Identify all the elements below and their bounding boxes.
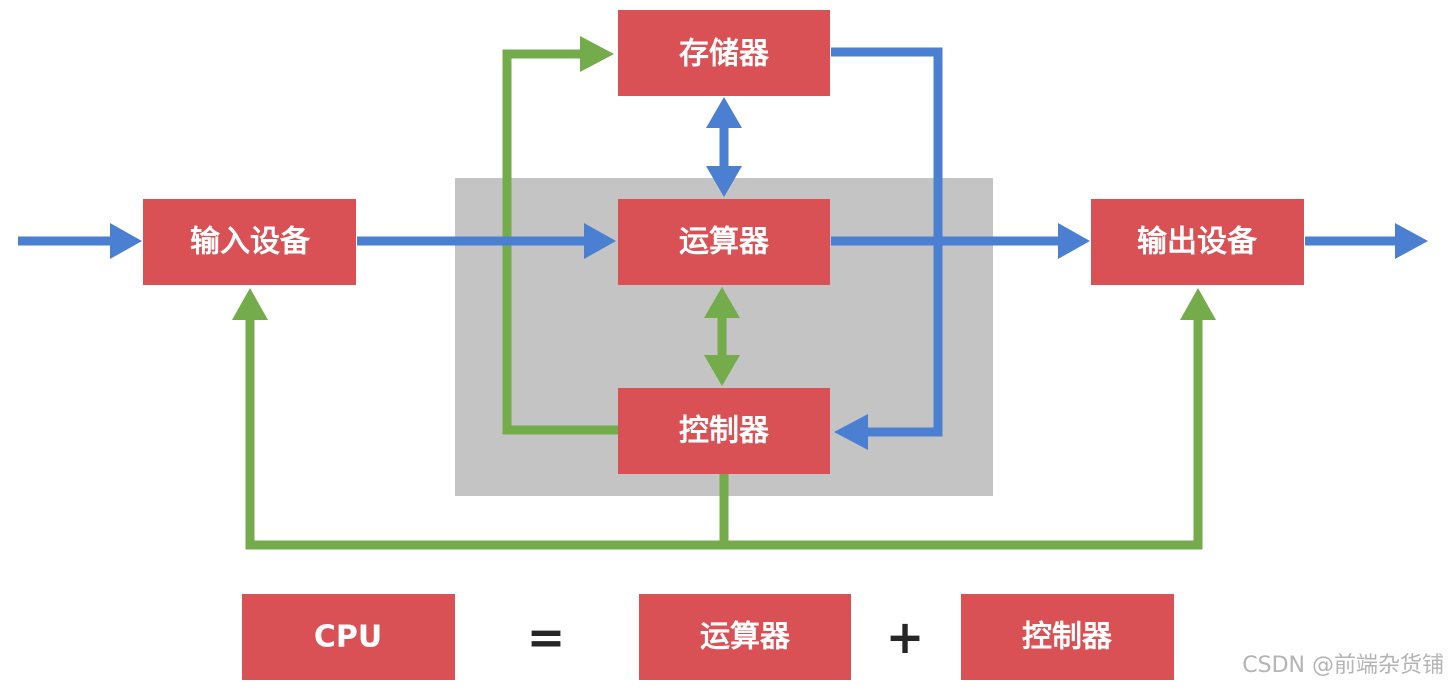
input-to-alu-arrowhead xyxy=(584,223,616,259)
outgoing-arrowhead xyxy=(1395,223,1428,259)
node-control-label: 控制器 xyxy=(679,414,770,449)
equation-control-box: 控制器 xyxy=(961,594,1174,680)
memory-to-control-arrowhead xyxy=(834,414,868,450)
watermark: CSDN @前端杂货铺 xyxy=(1242,653,1444,678)
equation: CPU = 运算器 + 控制器 xyxy=(242,594,1174,680)
equation-control-label: 控制器 xyxy=(1022,620,1113,655)
equation-cpu-box: CPU xyxy=(242,594,455,680)
equation-plus-sign: + xyxy=(886,610,925,664)
control-to-input-arrowhead xyxy=(232,288,268,320)
alu-control-arrowhead-up xyxy=(704,287,740,318)
node-memory-label: 存储器 xyxy=(679,37,770,72)
node-input: 输入设备 xyxy=(143,199,356,285)
equation-cpu-label: CPU xyxy=(314,620,382,655)
control-to-output-line xyxy=(724,320,1203,550)
alu-to-output-arrowhead xyxy=(1058,223,1090,259)
node-input-label: 输入设备 xyxy=(190,225,311,260)
equation-alu-box: 运算器 xyxy=(639,594,851,680)
control-to-output-arrowhead xyxy=(1180,288,1216,320)
control-flow-lines xyxy=(232,36,1216,550)
memory-alu-arrowhead-up xyxy=(706,97,742,128)
node-memory: 存储器 xyxy=(618,10,830,96)
node-output: 输出设备 xyxy=(1091,199,1304,285)
node-output-label: 输出设备 xyxy=(1137,225,1258,260)
alu-control-arrowhead-down xyxy=(704,355,740,386)
incoming-arrowhead xyxy=(110,223,142,259)
equation-alu-label: 运算器 xyxy=(700,620,791,655)
node-alu-label: 运算器 xyxy=(679,225,770,260)
control-to-input-line xyxy=(245,320,724,550)
memory-alu-arrowhead-down xyxy=(706,166,742,197)
equation-equals-sign: = xyxy=(527,610,566,664)
data-flow-lines xyxy=(18,47,1428,450)
node-control: 控制器 xyxy=(618,388,830,474)
control-to-memory-arrowhead xyxy=(580,36,614,72)
node-alu: 运算器 xyxy=(618,199,830,285)
